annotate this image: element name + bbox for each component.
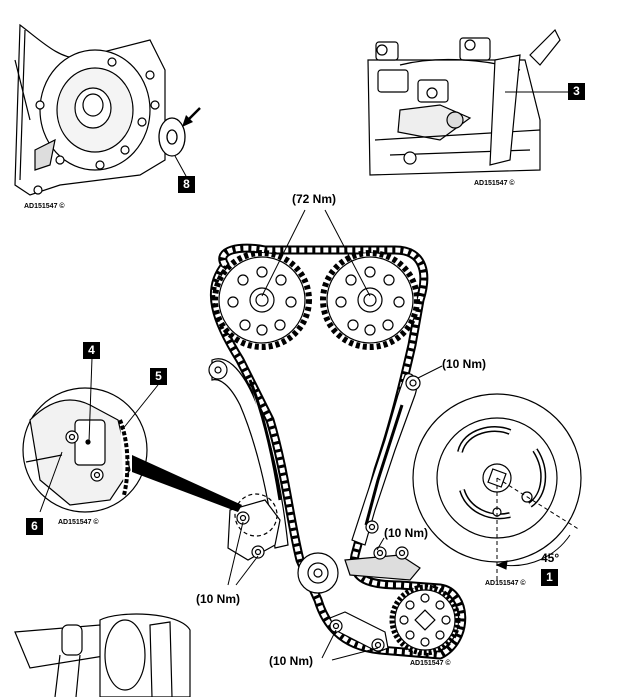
chain-guide-bottom — [329, 611, 389, 653]
copyright-main: AD151547 © — [410, 660, 451, 667]
camshaft-locking-detail — [367, 28, 561, 176]
leader-72nm-left — [261, 209, 306, 297]
crankshaft-sprocket — [389, 584, 461, 656]
copyright-top-right: AD151547 © — [474, 180, 515, 187]
angle-indicator — [495, 477, 581, 580]
callout-6: 6 — [26, 518, 43, 535]
callout-1: 1 — [541, 569, 558, 586]
chain-tensioner-right — [344, 520, 421, 581]
torque-label-tensioner-right: (10 Nm) — [384, 526, 429, 540]
torque-label-tensioner-left: (10 Nm) — [196, 592, 241, 606]
leader-tensioner-left-b — [235, 555, 259, 586]
crankshaft-pulley-detail — [412, 393, 582, 563]
camshaft-sprocket-right — [320, 250, 420, 350]
copyright-pulley-detail: AD151547 © — [485, 580, 526, 587]
callout-3: 3 — [568, 83, 585, 100]
tensioner-magnified-detail — [22, 387, 148, 513]
partial-engine-detail — [14, 613, 191, 697]
magnify-connector — [132, 455, 242, 512]
camshaft-sprocket-left — [212, 250, 312, 350]
timing-chain — [209, 243, 467, 660]
torque-label-guide-bottom: (10 Nm) — [269, 654, 314, 668]
idler-sprocket — [297, 552, 339, 594]
callout-8: 8 — [178, 176, 195, 193]
leader-72nm-right — [324, 209, 371, 297]
front-cover-detail — [14, 23, 166, 196]
callout-6-leader — [39, 451, 63, 513]
callout-4-leader — [88, 357, 93, 443]
chain-guide-left — [208, 358, 289, 549]
leader-guide-bottom-a — [321, 629, 337, 659]
leader-guide-upper-right — [417, 365, 443, 379]
leader-tensioner-left-a — [227, 521, 244, 586]
chain-guide-right — [351, 373, 421, 546]
washer — [158, 117, 186, 157]
callout-8-leader — [174, 155, 187, 177]
callout-5: 5 — [150, 368, 167, 385]
leader-guide-bottom-b — [331, 647, 379, 661]
washer-arrow — [182, 107, 201, 127]
angle-label: 45° — [541, 551, 560, 565]
leader-tensioner-right — [376, 537, 385, 551]
torque-label-camshaft: (72 Nm) — [292, 192, 337, 206]
copyright-left-detail: AD151547 © — [58, 519, 99, 526]
chain-tensioner-left — [227, 493, 281, 561]
torque-label-guide-upper-right: (10 Nm) — [442, 357, 487, 371]
callout-4: 4 — [83, 342, 100, 359]
copyright-top-left: AD151547 © — [24, 203, 65, 210]
callout-5-leader — [121, 384, 159, 431]
